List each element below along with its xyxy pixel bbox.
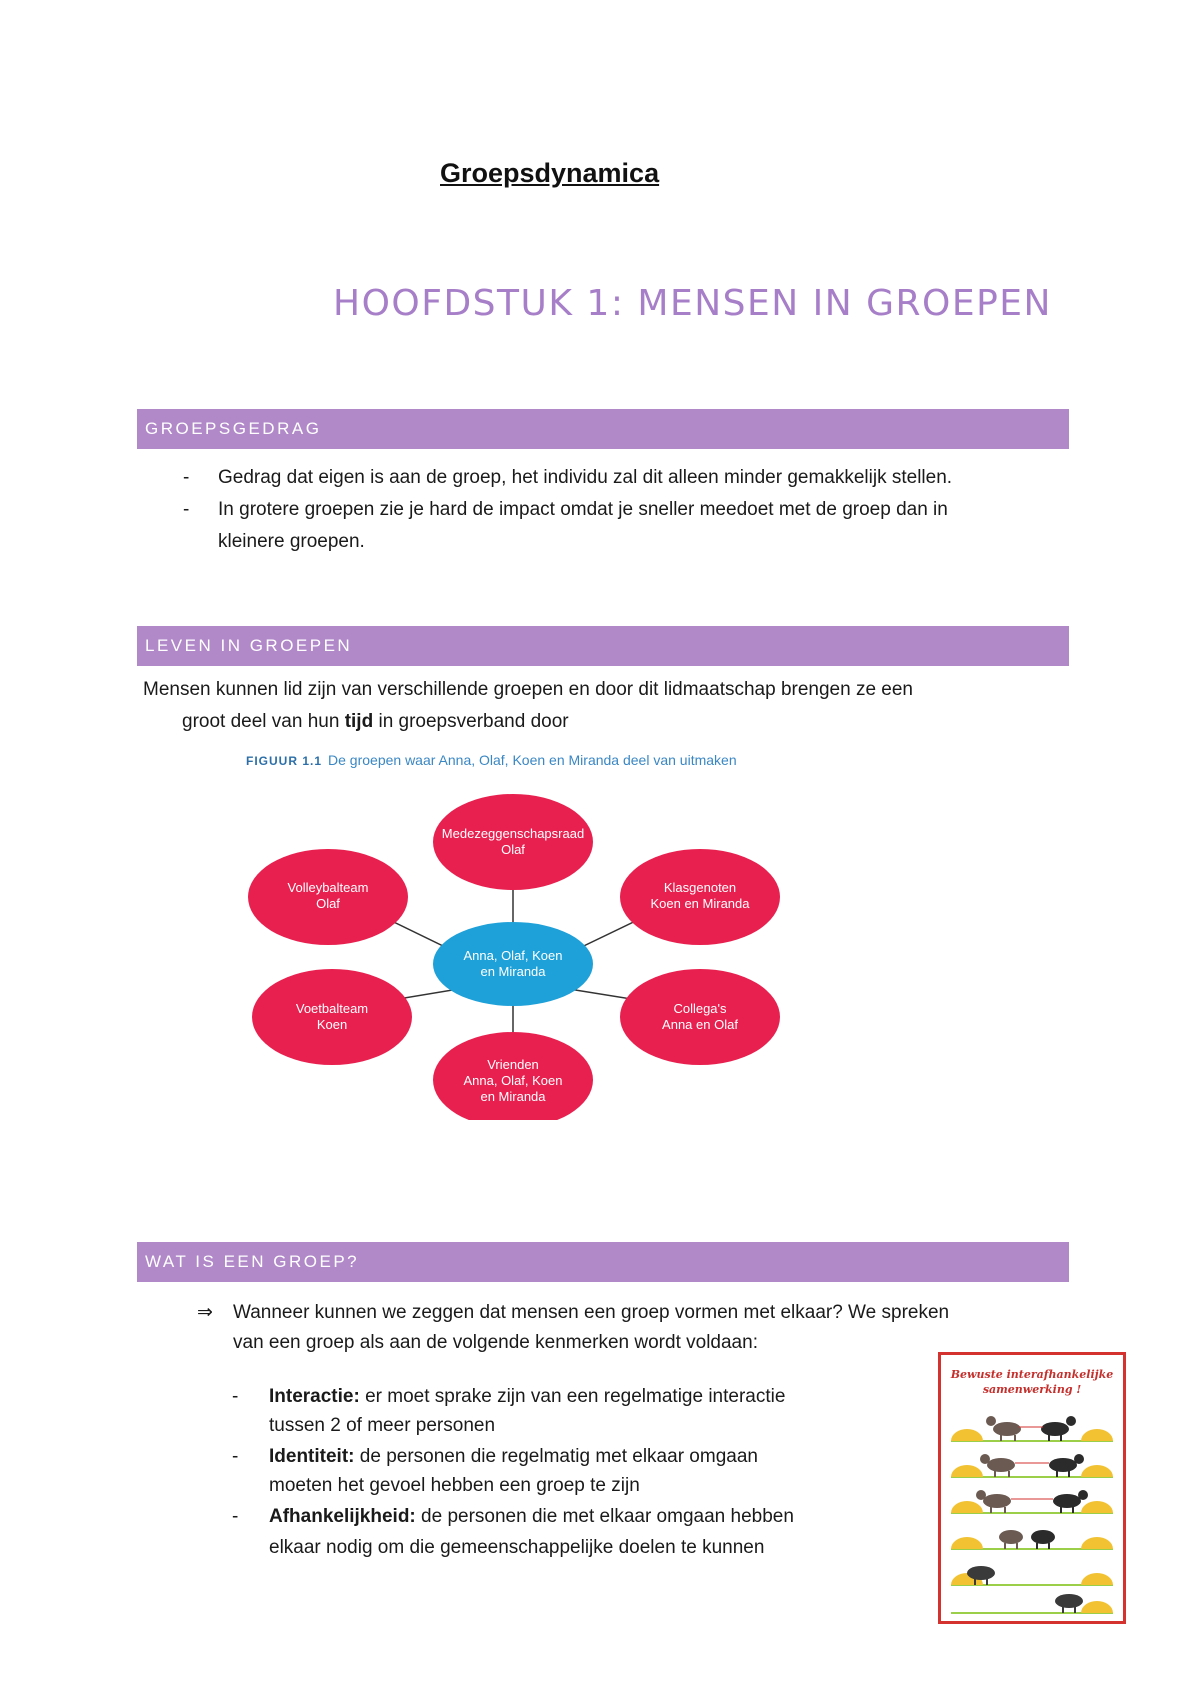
list-marker: - (232, 1386, 239, 1407)
document-title: Groepsdynamica (440, 158, 660, 188)
section-heading-groepsgedrag: GROEPSGEDRAG (137, 409, 1069, 449)
list-item-text: In grotere groepen zie je hard de impact… (218, 499, 948, 520)
group-bubble-volleybalteam: Volleybalteam Olaf (248, 849, 408, 945)
section-heading-leven-in-groepen: LEVEN IN GROEPEN (137, 626, 1069, 666)
donkey-icon (976, 1490, 1011, 1513)
paragraph-line: Mensen kunnen lid zijn van verschillende… (143, 679, 914, 700)
feature-text: tussen 2 of meer personen (269, 1415, 496, 1436)
donkey-icon (986, 1416, 1021, 1441)
group-bubble-voetbalteam: Voetbalteam Koen (252, 969, 412, 1065)
center-label: Anna, Olaf, Koen (463, 948, 562, 963)
chapter-title: HOOFDSTUK 1: MENSEN IN GROEPEN (333, 283, 1052, 324)
feature-text: er moet sprake zijn van een regelmatige … (359, 1386, 786, 1407)
bubble-label: Olaf (501, 842, 525, 857)
bubble-label: Koen en Miranda (650, 896, 750, 911)
arrow-marker: ⇒ (197, 1302, 213, 1323)
list-marker: - (183, 499, 190, 520)
center-bubble: Anna, Olaf, Koen en Miranda (433, 922, 593, 1006)
feature-text: elkaar nodig om die gemeenschappelijke d… (269, 1537, 765, 1558)
bubble-label: Klasgenoten (664, 880, 736, 895)
center-label: en Miranda (480, 964, 546, 979)
list-marker: - (232, 1506, 239, 1527)
donkey-icon (999, 1530, 1023, 1549)
question-text: Wanneer kunnen we zeggen dat mensen een … (233, 1302, 950, 1323)
list-item-text-continued: kleinere groepen. (218, 531, 365, 552)
feature-text: moeten het gevoel hebben een groep te zi… (269, 1475, 640, 1496)
paragraph-text: groot deel van hun (182, 711, 345, 732)
figure-label: FIGUUR 1.1 (246, 754, 323, 768)
feature-term: Identiteit: (269, 1446, 355, 1467)
donkey-icon (1055, 1594, 1083, 1613)
group-bubble-klasgenoten: Klasgenoten Koen en Miranda (620, 849, 780, 945)
figure-caption-text: De groepen waar Anna, Olaf, Koen en Mira… (328, 752, 737, 768)
donkey-icon (1053, 1490, 1088, 1513)
bubble-label: Vrienden (487, 1057, 539, 1072)
bubble-label: Collega's (673, 1001, 727, 1016)
feature-text: de personen die met elkaar omgaan hebben (415, 1506, 794, 1527)
donkey-icon (1041, 1416, 1076, 1441)
bubble-label: Medezeggenschapsraad (442, 826, 584, 841)
poster-title: Bewuste interafhankelijke samenwerking ! (941, 1367, 1123, 1397)
list-marker: - (232, 1446, 239, 1467)
bubble-label: Olaf (316, 896, 340, 911)
bubble-label: Volleybalteam (288, 880, 369, 895)
list-marker: - (183, 467, 190, 488)
donkey-illustration (951, 1416, 1113, 1614)
poster-title-line: Bewuste interafhankelijke (950, 1368, 1114, 1381)
feature-term: Interactie: (269, 1386, 360, 1407)
list-item-text: Gedrag dat eigen is aan de groep, het in… (218, 467, 953, 488)
donkey-icon (1031, 1530, 1055, 1549)
donkey-icon (1049, 1454, 1084, 1477)
feature-text: de personen die regelmatig met elkaar om… (354, 1446, 758, 1467)
poster-title-line: samenwerking ! (982, 1383, 1082, 1396)
bubble-label: en Miranda (480, 1089, 546, 1104)
bubble-label: Koen (317, 1017, 347, 1032)
paragraph-line: groot deel van hun tijd in groepsverband… (182, 706, 569, 738)
section-heading-wat-is-een-groep: WAT IS EEN GROEP? (137, 1242, 1069, 1282)
group-bubble-collegas: Collega's Anna en Olaf (620, 969, 780, 1065)
cooperation-poster-image: Bewuste interafhankelijke samenwerking ! (938, 1352, 1126, 1624)
bubble-label: Anna, Olaf, Koen (463, 1073, 562, 1088)
figure-caption: FIGUUR 1.1 De groepen waar Anna, Olaf, Ko… (246, 752, 737, 768)
paragraph-emphasis: tijd (344, 711, 374, 732)
bubble-label: Anna en Olaf (662, 1017, 738, 1032)
paragraph-text: in groepsverband door (373, 711, 569, 732)
group-bubble-vrienden: Vrienden Anna, Olaf, Koen en Miranda (433, 1032, 593, 1120)
donkey-icon (980, 1454, 1015, 1477)
question-text: van een groep als aan de volgende kenmer… (233, 1332, 758, 1353)
bubble-label: Voetbalteam (296, 1001, 368, 1016)
group-bubble-medezeggenschapsraad: Medezeggenschapsraad Olaf (433, 794, 593, 890)
group-diagram: Medezeggenschapsraad Olaf Klasgenoten Ko… (248, 794, 780, 1120)
feature-term: Afhankelijkheid: (269, 1506, 416, 1527)
donkey-icon (967, 1566, 995, 1585)
